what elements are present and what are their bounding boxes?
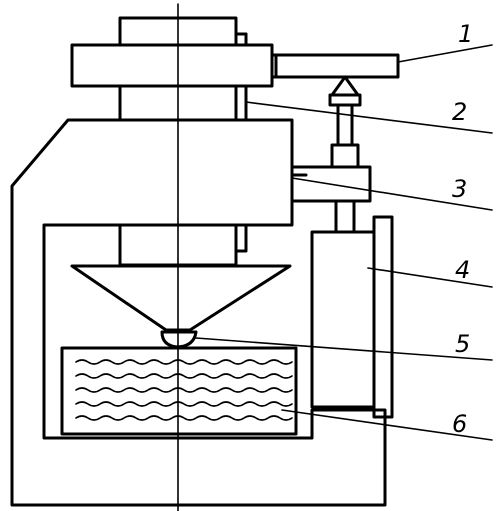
part-6-liquid-container bbox=[60, 346, 298, 436]
leader-2 bbox=[245, 101, 493, 134]
callout-3: 3 bbox=[452, 175, 467, 203]
leader-lines bbox=[195, 44, 493, 441]
callout-5: 5 bbox=[455, 330, 470, 358]
callout-1: 1 bbox=[458, 20, 473, 48]
leader-4 bbox=[367, 267, 493, 288]
callout-2: 2 bbox=[452, 98, 467, 126]
funnel bbox=[70, 264, 292, 332]
leader-6 bbox=[281, 409, 493, 441]
part-2-spindle-column bbox=[118, 84, 248, 122]
leader-3 bbox=[291, 177, 493, 211]
leader-1 bbox=[397, 44, 493, 63]
part-5-ball-tip bbox=[160, 330, 198, 349]
callout-4: 4 bbox=[455, 256, 470, 284]
lower-spindle bbox=[118, 223, 248, 267]
callout-6: 6 bbox=[452, 410, 467, 438]
part-4-indicator-housing bbox=[310, 215, 394, 419]
machine-frame bbox=[10, 118, 387, 507]
callout-labels: 1 2 3 4 5 6 bbox=[452, 20, 473, 438]
leader-5 bbox=[195, 337, 493, 361]
part-1-rotating-head bbox=[70, 43, 400, 88]
top-cap bbox=[118, 16, 248, 47]
feeler-rod bbox=[328, 75, 362, 234]
liquid-waves bbox=[75, 359, 293, 421]
